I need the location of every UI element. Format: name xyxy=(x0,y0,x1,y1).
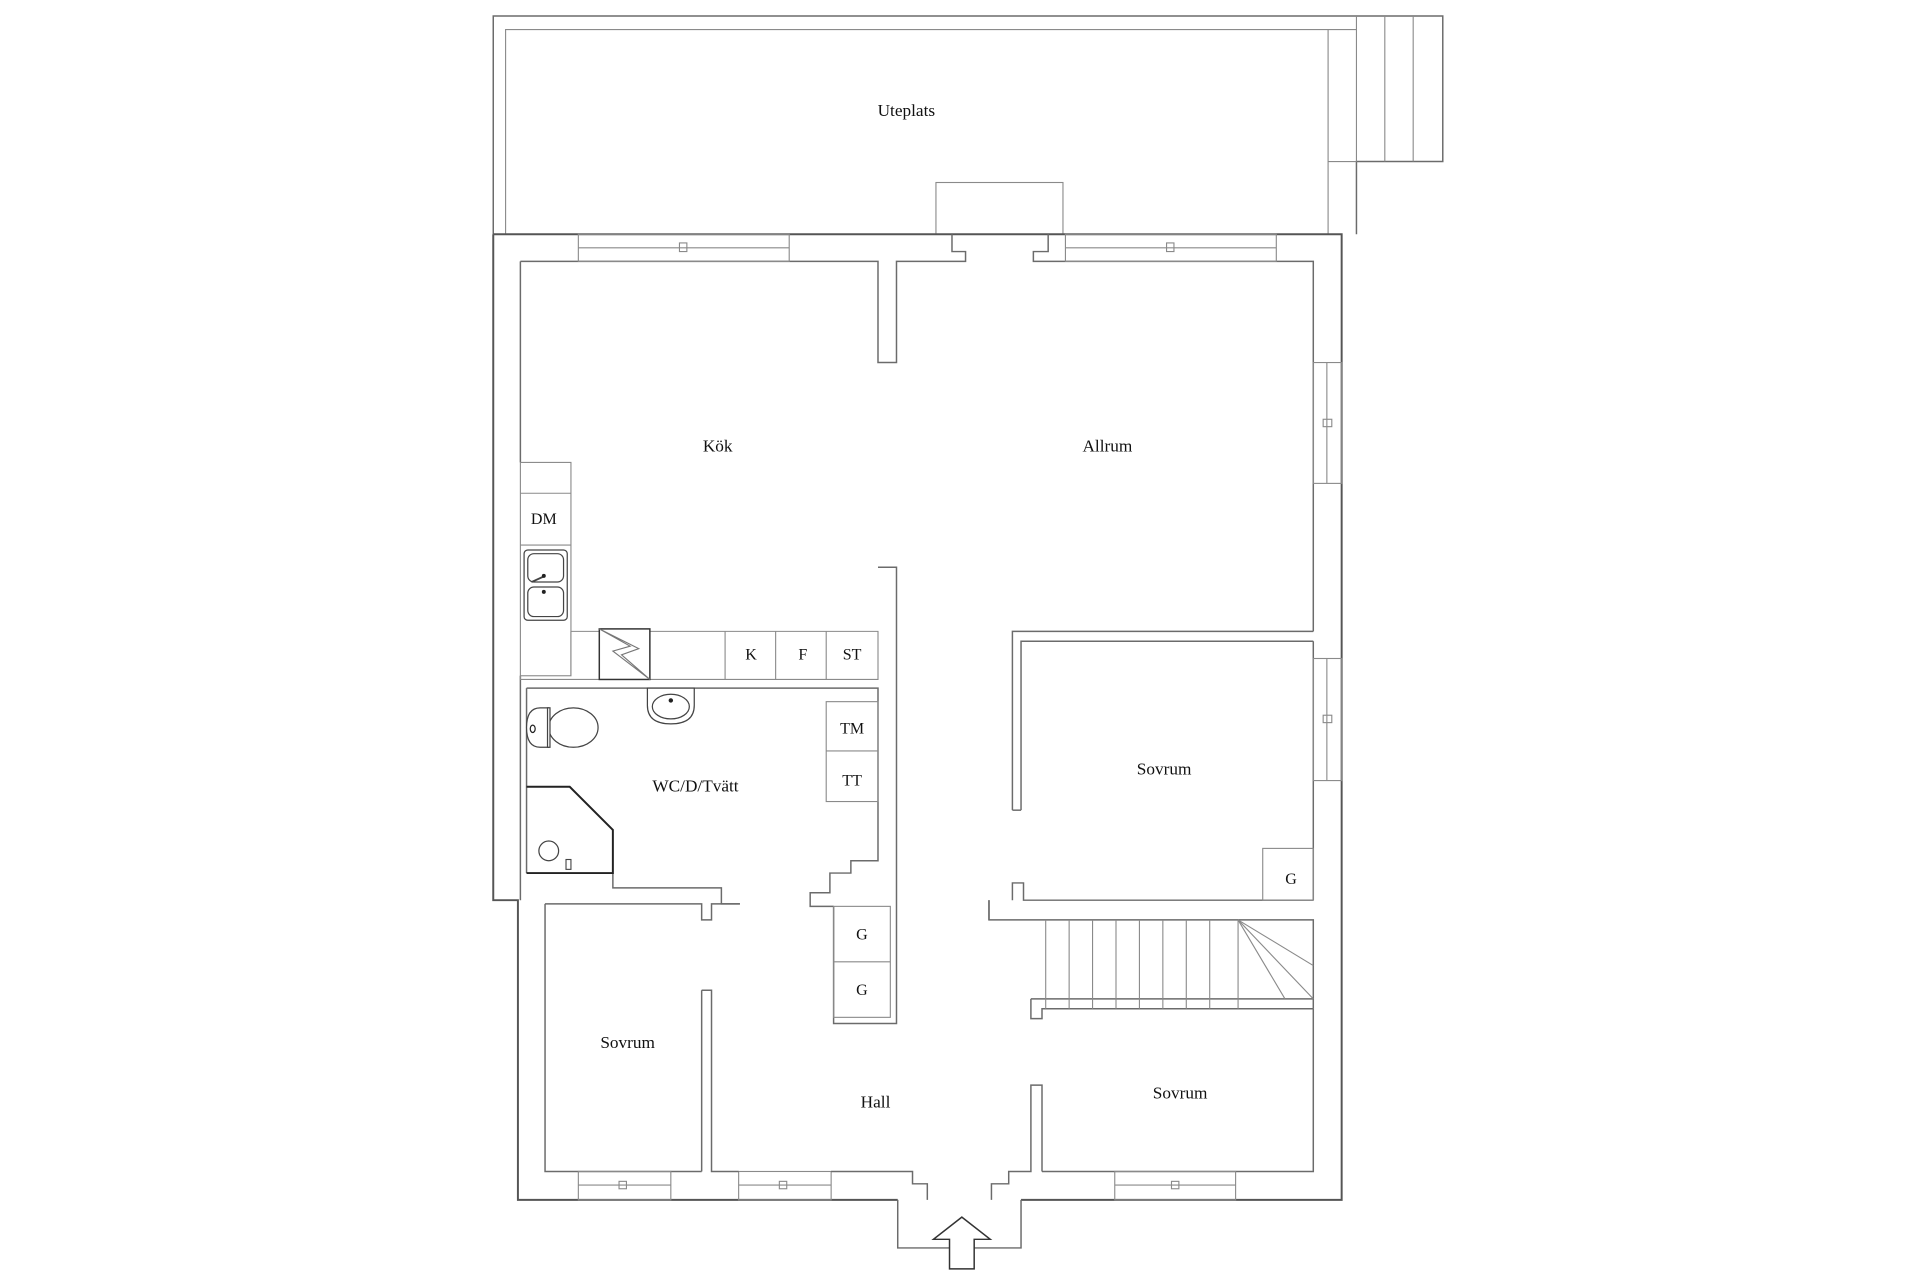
shower-icon xyxy=(526,785,614,875)
washbasin-icon xyxy=(646,687,695,725)
patio xyxy=(492,15,1444,235)
patio-step-block xyxy=(935,181,1064,235)
label-sovrum-sw: Sovrum xyxy=(600,1033,655,1052)
label-wc: WC/D/Tvätt xyxy=(652,777,738,796)
window xyxy=(577,233,790,262)
window xyxy=(1064,233,1277,262)
sink-icon xyxy=(523,549,568,621)
window xyxy=(577,1170,672,1201)
oven-label: ST xyxy=(843,647,862,664)
window xyxy=(1312,657,1343,782)
staircase-icon xyxy=(1045,919,1314,1009)
closet-hall-2-label: G xyxy=(856,982,868,999)
toilet-icon xyxy=(525,707,599,748)
window xyxy=(738,1170,832,1201)
exterior-walls xyxy=(492,233,1343,1201)
dryer-label: TT xyxy=(842,773,862,790)
label-kok: Kök xyxy=(703,436,733,455)
label-allrum: Allrum xyxy=(1082,436,1132,455)
dishwasher-label: DM xyxy=(531,511,557,528)
washer-label: TM xyxy=(840,721,864,738)
washer-dryer xyxy=(825,701,879,803)
fridge-label: K xyxy=(745,647,757,664)
label-sovrum-east: Sovrum xyxy=(1137,759,1192,778)
entrance xyxy=(896,1199,1022,1270)
closet-east-label: G xyxy=(1285,871,1297,888)
window xyxy=(1312,361,1343,484)
stove-icon xyxy=(598,628,651,681)
entrance-arrow-icon xyxy=(931,1216,993,1270)
hall-closets xyxy=(833,905,891,1018)
label-uteplats: Uteplats xyxy=(878,101,936,120)
closet xyxy=(1262,847,1314,901)
window xyxy=(1114,1170,1237,1201)
closet-hall-1-label: G xyxy=(856,927,868,944)
freezer-label: F xyxy=(798,647,807,664)
interior-walls xyxy=(525,566,1315,1200)
kitchen-counters xyxy=(519,461,879,681)
label-sovrum-se: Sovrum xyxy=(1153,1084,1208,1103)
label-hall: Hall xyxy=(861,1092,891,1111)
patio-steps xyxy=(1355,16,1414,162)
